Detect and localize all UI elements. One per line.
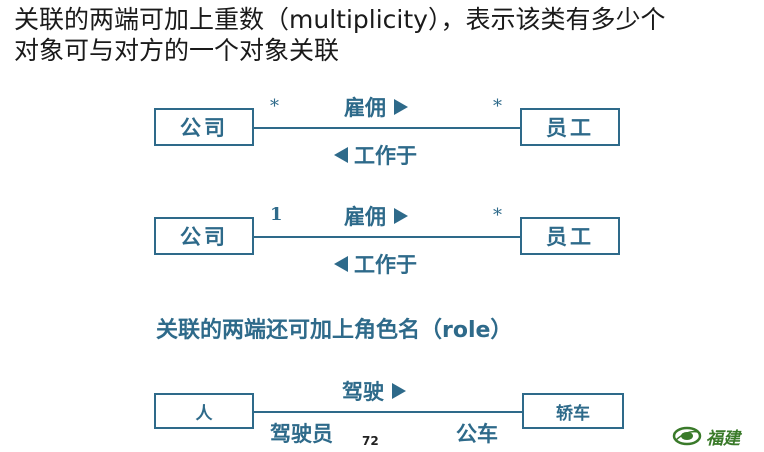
forward-label-group: 驾驶 [342, 376, 406, 406]
class-name: 公司 [180, 225, 228, 249]
class-box-employee: 员工 [520, 108, 620, 146]
triangle-right-icon [392, 383, 406, 399]
heading-line-1: 关联的两端可加上重数（multiplicity），表示该类有多少个 [14, 5, 666, 34]
triangle-left-icon [334, 256, 348, 272]
role-subheading: 关联的两端还可加上角色名（role） [156, 318, 513, 343]
backward-label-group: 工作于 [334, 249, 417, 279]
class-box-company: 公司 [154, 217, 254, 255]
association-line [254, 411, 522, 413]
page-number: 72 [362, 434, 379, 448]
class-box-person: 人 [154, 393, 254, 429]
class-box-car: 轿车 [522, 393, 624, 429]
triangle-left-icon [334, 147, 348, 163]
logo-emblem-icon [672, 426, 702, 446]
triangle-right-icon [394, 99, 408, 115]
forward-label-group: 雇佣 [344, 92, 408, 122]
class-name: 公司 [180, 116, 228, 140]
left-role-label: 驾驶员 [270, 422, 333, 446]
heading-line-2: 对象可与对方的一个对象关联 [14, 36, 340, 65]
association-line [254, 236, 520, 238]
left-multiplicity: * [270, 96, 279, 117]
backward-label: 工作于 [354, 144, 417, 168]
publisher-logo: 福建 [672, 424, 764, 448]
logo-text: 福建 [706, 428, 740, 449]
forward-label-group: 雇佣 [344, 201, 408, 231]
class-box-company: 公司 [154, 108, 254, 146]
association-diagram-1: 公司 员工 * * 雇佣 工作于 [0, 0, 764, 170]
slide-heading: 关联的两端可加上重数（multiplicity），表示该类有多少个 对象可与对方… [14, 4, 754, 66]
right-multiplicity: * [493, 205, 502, 226]
forward-label: 雇佣 [344, 96, 386, 120]
right-multiplicity: * [493, 96, 502, 117]
class-name: 员工 [546, 225, 594, 249]
backward-label-group: 工作于 [334, 140, 417, 170]
class-name: 人 [195, 403, 213, 424]
class-name: 员工 [546, 116, 594, 140]
backward-label: 工作于 [354, 253, 417, 277]
triangle-right-icon [394, 208, 408, 224]
class-box-employee: 员工 [520, 217, 620, 255]
left-multiplicity: 1 [270, 204, 283, 225]
right-role-label: 公车 [456, 422, 498, 446]
forward-label: 驾驶 [342, 380, 384, 404]
class-name: 轿车 [556, 403, 590, 424]
forward-label: 雇佣 [344, 205, 386, 229]
association-line [254, 127, 520, 129]
association-diagram-2: 公司 员工 1 * 雇佣 工作于 [154, 201, 620, 279]
